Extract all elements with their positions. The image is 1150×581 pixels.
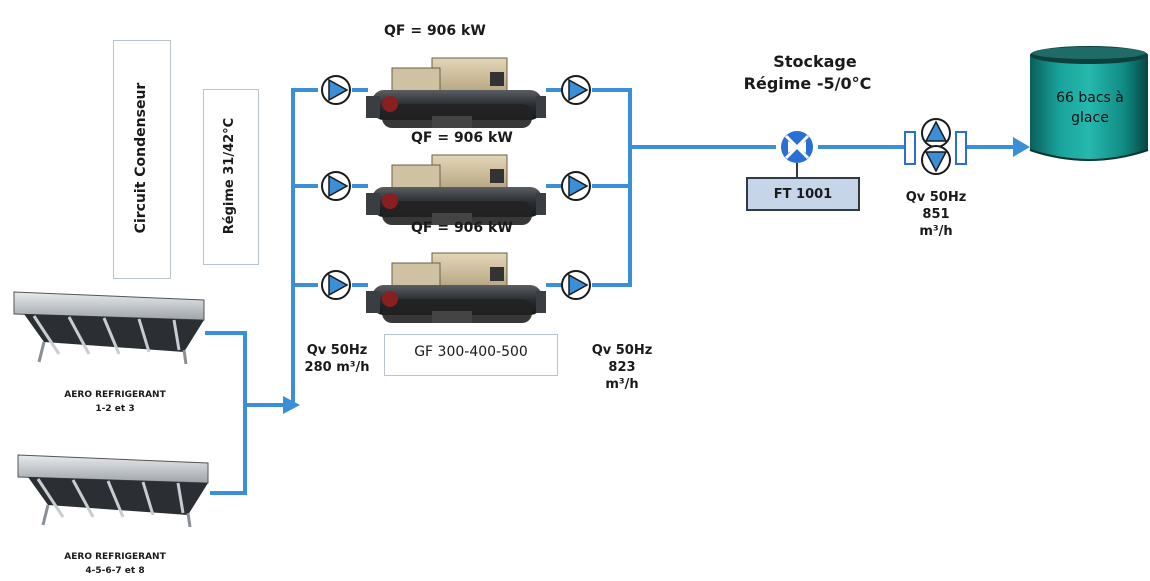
storage-pumps-flow-line2: 851 [890,207,982,222]
pipe-drycooler-2 [210,405,245,493]
condenser-pumps-flow-line1: Qv 50Hz [292,343,382,358]
chiller-1-qf-label: QF = 906 kW [384,23,486,39]
arrow-to-tank-head [1013,137,1030,157]
pipe-drycooler-1 [205,333,262,405]
dry-cooler-2-line1: AERO REFRIGERANT [30,552,200,562]
chiller-3-qf-label: QF = 906 kW [411,220,513,236]
dry-cooler-1-line1: AERO REFRIGERANT [30,390,200,400]
storage-regime: Régime -5/0°C [715,74,900,93]
evaporator-pumps-flow-line3: m³/h [577,377,667,392]
evaporator-pump-3-icon [562,271,590,299]
storage-pumps-flow-line3: m³/h [890,224,982,239]
storage-title: Stockage [740,52,890,71]
evaporator-pump-1-icon [562,76,590,104]
condenser-circuit-label: Circuit Condenseur [130,58,152,258]
dry-cooler-1-line2: 1-2 et 3 [30,404,200,414]
chiller-group-label: GF 300-400-500 [384,344,558,360]
condenser-pumps-flow-line2: 280 m³/h [287,360,387,375]
condenser-regime-label: Régime 31/42°C [219,111,241,241]
evaporator-pump-2-icon [562,172,590,200]
flow-transmitter-box: FT 1001 [746,177,860,211]
dry-cooler-2-line2: 4-5-6-7 et 8 [30,566,200,576]
flow-valve-icon [781,131,813,163]
chiller-2-qf-label: QF = 906 kW [411,130,513,146]
chiller-2 [366,155,546,225]
ice-tank-line1: 66 bacs à [1035,90,1145,106]
evaporator-pumps-flow-line2: 823 [577,360,667,375]
dry-cooler-1-icon [14,292,204,364]
condenser-pump-3-icon [322,271,350,299]
dry-cooler-2-icon [18,455,208,527]
condenser-pump-1-icon [322,76,350,104]
chiller-1 [366,58,546,128]
evaporator-pumps-flow-line1: Qv 50Hz [577,343,667,358]
chiller-3 [366,253,546,323]
ice-tank-line2: glace [1035,110,1145,126]
condenser-pump-2-icon [322,172,350,200]
storage-pumps-icon [905,119,966,174]
storage-pumps-flow-line1: Qv 50Hz [890,190,982,205]
